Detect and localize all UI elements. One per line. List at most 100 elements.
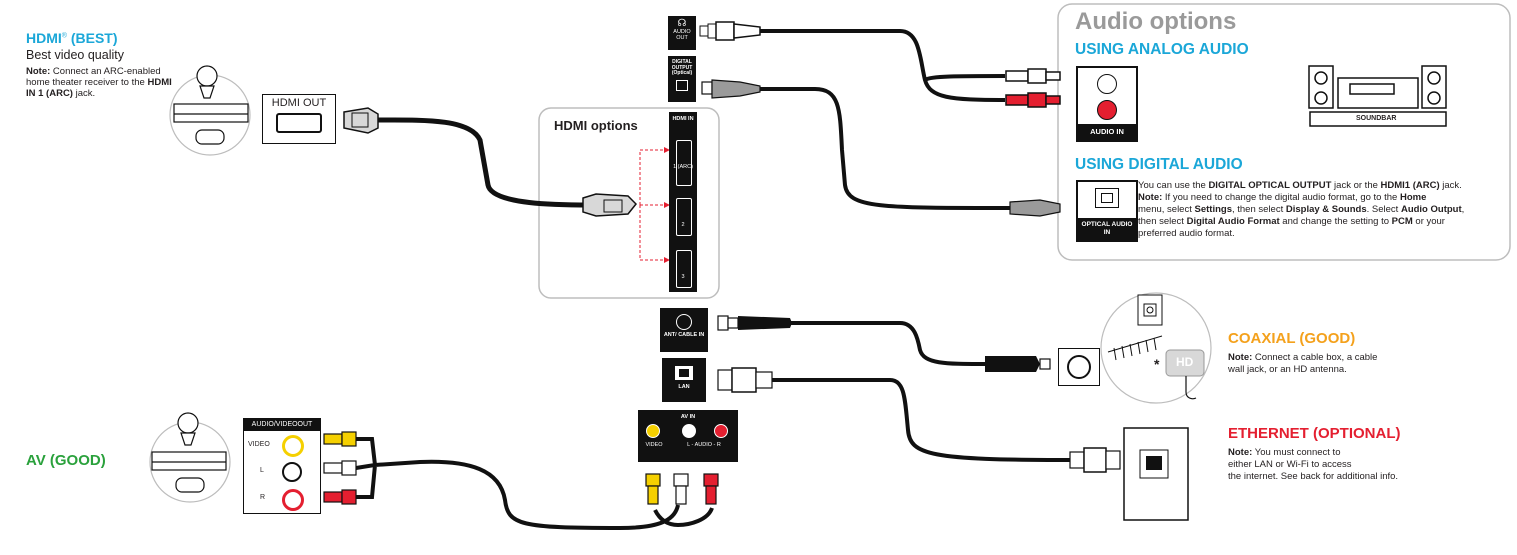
hdmi-note-end: jack. <box>72 88 96 99</box>
av-audio-label: L - AUDIO - R <box>687 442 721 448</box>
rca-plug-red-audio <box>1005 92 1061 108</box>
lan-plug-left <box>717 367 773 393</box>
audio-in-red-port <box>1097 100 1117 120</box>
hdmi-cable <box>374 117 591 208</box>
digital-line-3: menu, select Settings, then select Displ… <box>1138 204 1465 215</box>
coaxial-heading: COAXIAL (GOOD) <box>1228 330 1356 347</box>
hdmi-plug-left <box>343 107 379 134</box>
hdmi-in-panel: HDMI IN 1 (ARC) 2 3 <box>669 112 697 292</box>
digital-audio-instructions: You can use the DIGITAL OPTICAL OUTPUT j… <box>1138 180 1508 240</box>
ethernet-heading: ETHERNET (OPTIONAL) <box>1228 425 1401 442</box>
av-out-r-port[interactable] <box>282 489 304 511</box>
hdmi-in-panel-label: HDMI IN <box>672 116 694 122</box>
audio-options-title: Audio options <box>1075 8 1237 35</box>
ethernet-cable <box>772 378 1071 462</box>
digital-line-4: then select Digital Audio Format and cha… <box>1138 216 1445 227</box>
rca-plug-white-audio <box>1005 68 1061 84</box>
coax-wall-jack <box>1058 348 1100 386</box>
av-rca-right-plugs <box>645 473 719 505</box>
audio-out-plug <box>699 21 761 41</box>
hdmi-options-title: HDMI options <box>554 118 638 133</box>
av-in-panel: AV IN VIDEO L - AUDIO - R <box>638 410 738 462</box>
av-out-header: AUDIO/VIDEOOUT <box>244 419 320 431</box>
av-out-l-port[interactable] <box>282 462 302 482</box>
hdmi-title-suffix: (BEST) <box>66 30 118 46</box>
audio-in-white-port <box>1097 74 1117 94</box>
hdmi-out-port-box: HDMI OUT <box>262 94 336 144</box>
optical-audio-in-label: OPTICAL AUDIO IN <box>1078 218 1136 240</box>
av-out-video-port[interactable] <box>282 435 304 457</box>
av-in-label: AV IN <box>680 414 696 420</box>
hdmi-note-text: Connect an ARC-enabled home theater rece… <box>26 66 161 88</box>
optical-port-icon <box>676 79 688 91</box>
av-cable <box>355 437 680 531</box>
optical-cable <box>760 87 1011 210</box>
coax-port-icon <box>676 314 692 330</box>
hdmi-plug-right <box>582 193 638 217</box>
av-video-label: VIDEO <box>645 442 663 448</box>
optical-in-port-icon <box>1095 188 1119 208</box>
hdmi-source-devices-icon <box>173 65 249 145</box>
av-out-l-label: L <box>260 467 264 474</box>
antenna-circle <box>1100 292 1212 404</box>
antenna-star: * <box>1154 356 1160 372</box>
digital-line-1: You can use the DIGITAL OPTICAL OUTPUT j… <box>1138 180 1462 191</box>
lan-jack[interactable]: LAN <box>662 358 706 402</box>
coax-plug-right <box>985 356 1051 372</box>
optical-plug-left <box>701 79 761 99</box>
coax-wall-port-icon <box>1067 355 1091 379</box>
hdmi-subtitle: Best video quality <box>26 48 124 62</box>
hdmi-note: Note: Connect an ARC-enabled home theate… <box>26 66 176 99</box>
hdmi-port-3-label: 3 <box>681 274 685 280</box>
soundbar-label: SOUNDBAR <box>1356 115 1397 122</box>
optical-plug-right <box>1009 199 1061 217</box>
antenna-icon <box>1107 294 1163 361</box>
lan-plug-right <box>1069 447 1121 473</box>
ant-cable-in-jack[interactable]: ANT/ CABLE IN <box>660 308 708 352</box>
hdmi-port-3[interactable] <box>676 250 692 288</box>
av-rca-left-plugs <box>323 431 357 505</box>
hdmi-note-bold: HDMI IN 1 (ARC) <box>26 77 172 99</box>
hdmi-port-1[interactable] <box>676 140 692 186</box>
av-source-devices-icon <box>151 412 227 493</box>
digital-audio-heading: USING DIGITAL AUDIO <box>1075 156 1243 173</box>
audio-out-jack[interactable]: ☊ AUDIO OUT <box>668 16 696 50</box>
headphone-icon: ☊ <box>677 18 687 29</box>
audio-out-label: AUDIO OUT <box>673 29 691 41</box>
hdmi-reg-mark: ® <box>61 32 67 40</box>
av-out-r-label: R <box>260 494 266 501</box>
hdmi-heading: HDMI® (BEST) <box>26 30 118 46</box>
lan-label: LAN <box>678 384 690 390</box>
audio-options-frame <box>1057 3 1511 261</box>
digital-line-2: Note: If you need to change the digital … <box>1138 192 1427 203</box>
hd-antenna-icon <box>1165 349 1205 400</box>
audio-in-jack[interactable]: AUDIO IN <box>1076 66 1138 142</box>
hdmi-note-label: Note: <box>26 66 51 77</box>
ethernet-wall-plate <box>1123 427 1189 521</box>
ant-cable-in-label: ANT/ CABLE IN <box>663 332 705 338</box>
optical-audio-in-jack[interactable]: OPTICAL AUDIO IN <box>1076 180 1138 242</box>
hdmi-port-1-label: 1 (ARC) <box>673 164 693 170</box>
hdmi-port-arrows <box>639 149 664 261</box>
digital-output-label: DIGITAL OUTPUT (Optical) <box>671 59 693 76</box>
hdmi-port-2-label: 2 <box>681 222 685 228</box>
coax-plug-left <box>717 315 792 331</box>
audio-in-label: AUDIO IN <box>1078 124 1136 140</box>
digital-output-jack[interactable]: DIGITAL OUTPUT (Optical) <box>668 56 696 102</box>
hdmi-out-port-icon <box>276 113 322 133</box>
home-theater-icon <box>1308 65 1447 127</box>
analog-audio-heading: USING ANALOG AUDIO <box>1075 41 1249 58</box>
hdmi-port-2[interactable] <box>676 198 692 236</box>
av-out-device-panel: AUDIO/VIDEOOUT VIDEO L R <box>243 418 321 514</box>
av-out-video-label: VIDEO <box>248 441 270 448</box>
av-audio-l-port[interactable] <box>682 424 696 438</box>
lan-port-icon <box>675 366 693 380</box>
av-video-port[interactable] <box>646 424 660 438</box>
av-heading: AV (GOOD) <box>26 452 106 469</box>
av-audio-r-port[interactable] <box>714 424 728 438</box>
hdmi-title: HDMI <box>26 30 62 46</box>
hd-label: HD <box>1176 355 1194 369</box>
